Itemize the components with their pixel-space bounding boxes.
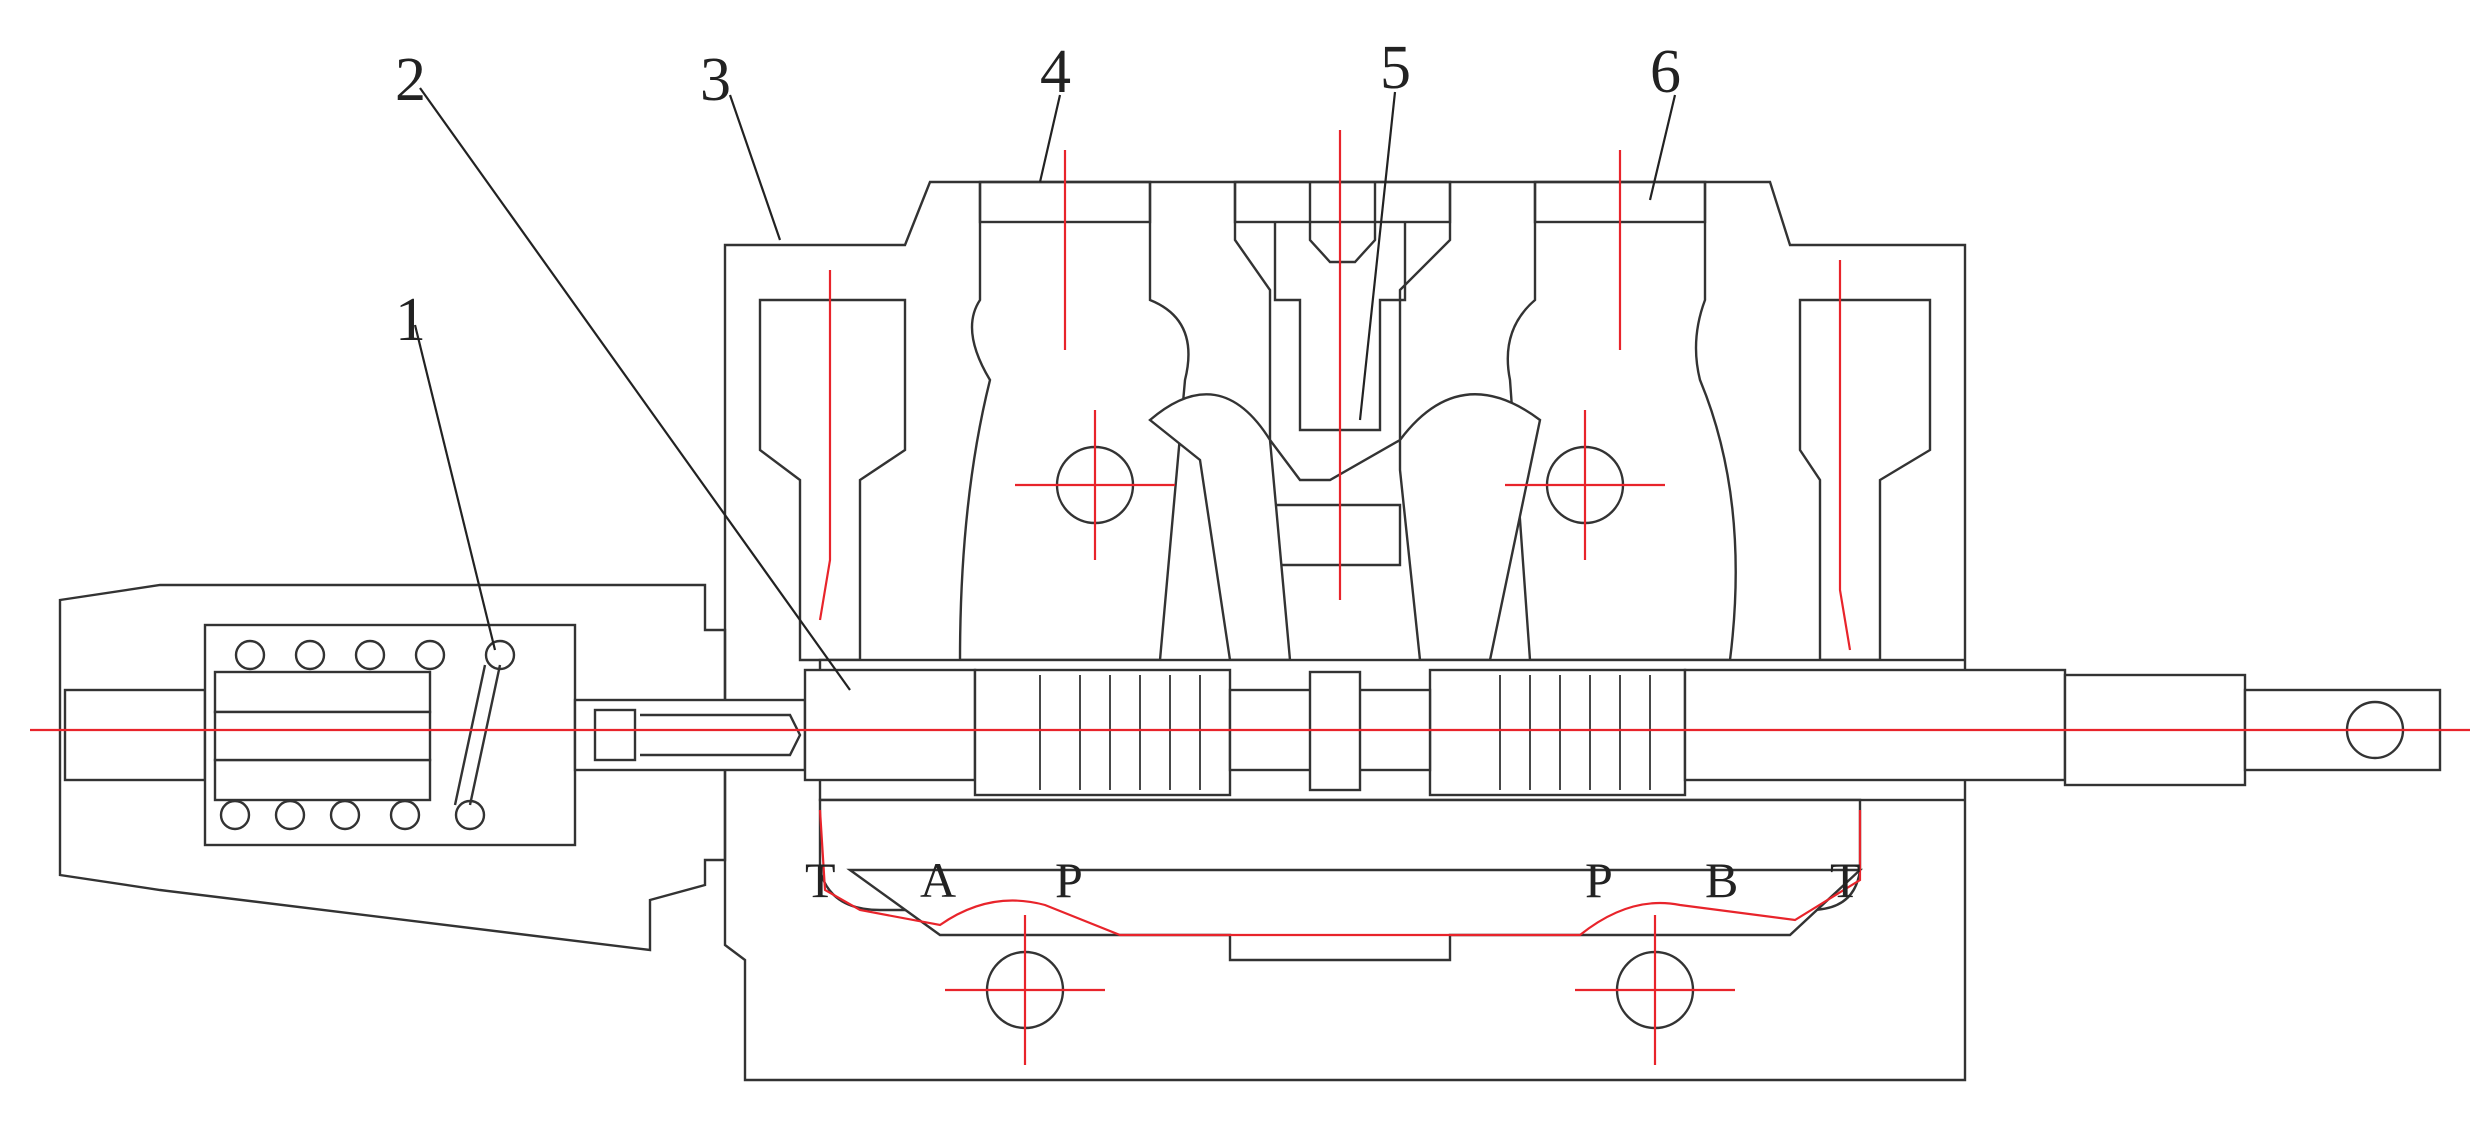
valve-body bbox=[723, 180, 1967, 1082]
part-label-5: 5 bbox=[1380, 34, 1411, 102]
part-label-1: 1 bbox=[395, 286, 426, 354]
part-label-3: 3 bbox=[700, 46, 731, 114]
port-label-t-left: T bbox=[805, 852, 836, 908]
spring-housing bbox=[58, 583, 807, 952]
part-label-2: 2 bbox=[395, 46, 426, 114]
port-label-p-left: P bbox=[1055, 852, 1083, 908]
center-lines bbox=[30, 130, 2470, 1065]
part-label-4: 4 bbox=[1040, 38, 1071, 106]
port-label-b: B bbox=[1705, 852, 1738, 908]
port-label-p-right: P bbox=[1585, 852, 1613, 908]
leader-lines bbox=[413, 87, 1677, 691]
port-label-a: A bbox=[920, 852, 956, 908]
port-labels: T A P P B T bbox=[805, 852, 1861, 908]
flow-path bbox=[818, 809, 1862, 937]
port-label-t-right: T bbox=[1830, 852, 1861, 908]
part-label-6: 6 bbox=[1650, 38, 1681, 106]
part-labels: 1 2 3 4 5 6 bbox=[395, 34, 1681, 354]
spool bbox=[803, 668, 2442, 797]
